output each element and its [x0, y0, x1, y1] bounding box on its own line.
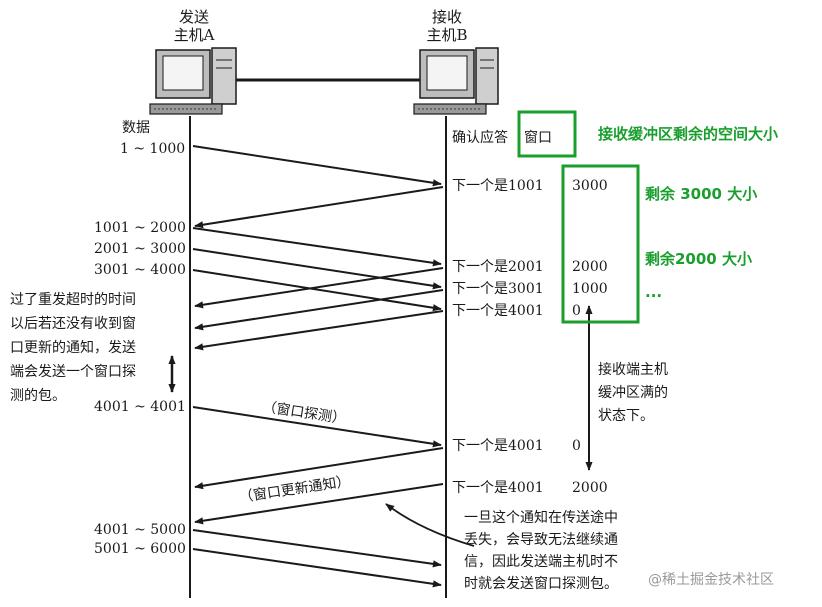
window-value-5: 0: [572, 438, 581, 454]
timeout-note-2: 以后若还没有收到窗: [10, 315, 136, 332]
annotation-remain-1: 剩余 3000 大小: [645, 185, 757, 203]
window-value-1: 3000: [572, 178, 608, 194]
lost-note-2: 丢失，会导致无法继续通: [464, 531, 618, 548]
msg-seg-4: [192, 269, 442, 312]
seg-label-3: 2001 ~ 3000: [94, 241, 186, 257]
timeout-note-3: 口更新的通知，发送: [10, 339, 136, 356]
msg-ack-4: [194, 310, 444, 351]
lost-note-1: 一旦这个通知在传送途中: [464, 509, 618, 526]
lost-note-3: 信，因此发送端主机时不: [464, 554, 618, 570]
window-header: 窗口: [524, 129, 552, 146]
ack-label-2: 下一个是2001: [452, 259, 544, 275]
msg-probe-ack: [194, 447, 444, 490]
host-b-label-1: 接收: [432, 8, 462, 26]
window-value-3: 1000: [572, 281, 608, 297]
msg-ack-1: [194, 186, 444, 229]
ack-label-4: 下一个是4001: [452, 303, 544, 319]
ack-label-3: 下一个是3001: [452, 281, 544, 297]
watermark: @稀土掘金技术社区: [648, 572, 774, 588]
host-a-label-1: 发送: [179, 8, 209, 26]
host-b-label-2: 主机B: [426, 26, 467, 44]
ack-label-6: 下一个是4001: [452, 480, 544, 496]
ack-label-1: 下一个是1001: [452, 178, 544, 194]
window-header-highlight: [517, 110, 577, 158]
data-header: 数据: [122, 120, 150, 136]
msg-ack-3: [194, 289, 444, 331]
msg-ack-2: [194, 267, 444, 309]
msg-window-update: [194, 483, 444, 525]
annotation-title: 接收缓冲区剩余的空间大小: [598, 125, 778, 143]
lost-note-4: 时就会发送窗口探测包。: [464, 575, 618, 592]
seg-label-1: 1 ~ 1000: [120, 141, 185, 157]
lost-note-pointer: [385, 503, 475, 547]
seg-label-2: 1001 ~ 2000: [94, 220, 186, 236]
annotation-remain-2: 剩余2000 大小: [645, 250, 752, 268]
timeout-note-1: 过了重发超时的时间: [10, 292, 136, 308]
msg-seg-3: [192, 248, 442, 290]
seg-label-4: 3001 ~ 4000: [94, 262, 186, 278]
timeout-note-5: 测的包。: [10, 388, 66, 404]
msg-window-probe: [192, 406, 442, 448]
window-value-2: 2000: [572, 259, 608, 275]
buffer-full-note-2: 缓冲区满的: [598, 385, 668, 401]
seg-label-6: 5001 ~ 6000: [94, 541, 186, 557]
window-value-4: 0: [572, 303, 581, 319]
seg-label-5: 4001 ~ 5000: [94, 522, 186, 538]
computer-a-icon: [149, 47, 237, 115]
msg-seg-5: [192, 529, 442, 568]
annotation-ellipsis: ...: [645, 283, 662, 301]
buffer-full-note-1: 接收端主机: [598, 361, 668, 378]
probe-seg-label: 4001 ~ 4001: [94, 399, 186, 415]
window-probe-label: （窗口探测）: [261, 398, 347, 427]
msg-seg-1: [192, 145, 442, 187]
computer-b-icon: [413, 47, 499, 115]
msg-seg-6: [192, 548, 442, 588]
host-a-label-2: 主机A: [174, 26, 215, 44]
ack-header: 确认应答: [452, 129, 508, 146]
ack-label-5: 下一个是4001: [452, 438, 544, 454]
window-value-6: 2000: [572, 480, 608, 496]
buffer-full-note-3: 状态下。: [598, 408, 654, 424]
timeout-note-4: 端会发送一个窗口探: [10, 363, 136, 380]
msg-seg-2: [192, 227, 442, 267]
window-values-highlight: [561, 164, 640, 324]
